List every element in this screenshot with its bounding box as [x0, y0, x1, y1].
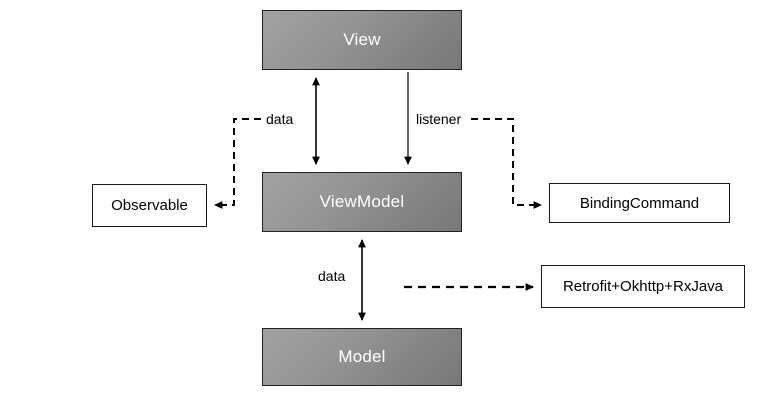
node-viewmodel[interactable]: ViewModel: [262, 172, 462, 232]
node-view[interactable]: View: [262, 10, 462, 70]
node-observable-label: Observable: [111, 197, 188, 214]
edge-label-listener: listener: [414, 111, 464, 127]
node-model[interactable]: Model: [262, 328, 462, 386]
edge-label-data-view-viewmodel: data: [264, 111, 296, 127]
edge-label-data-viewmodel-model: data: [316, 268, 348, 284]
node-model-label: Model: [338, 347, 386, 366]
edge-listener-to-bindingcommand: [471, 118, 542, 209]
node-retrofit-label: Retrofit+Okhttp+RxJava: [562, 278, 724, 295]
node-retrofit[interactable]: Retrofit+Okhttp+RxJava: [541, 265, 745, 308]
node-view-label: View: [343, 30, 381, 49]
node-viewmodel-label: ViewModel: [319, 192, 405, 211]
edge-data-to-observable: [214, 118, 261, 209]
node-observable[interactable]: Observable: [92, 184, 207, 227]
node-bindingcommand[interactable]: BindingCommand: [549, 183, 730, 223]
node-bindingcommand-label: BindingCommand: [579, 194, 700, 212]
